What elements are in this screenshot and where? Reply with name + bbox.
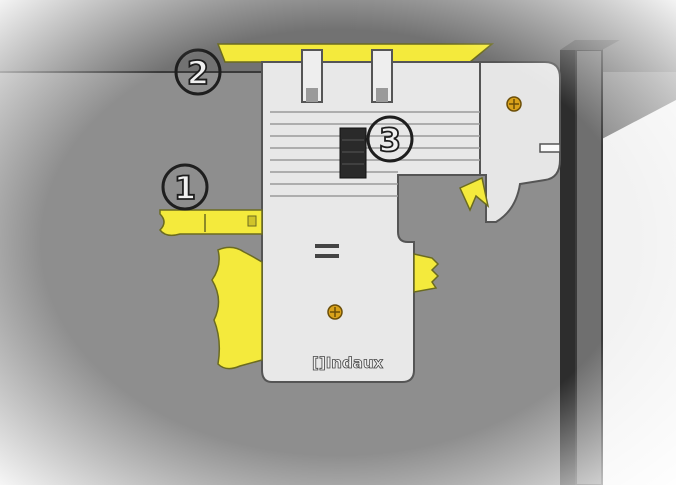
plate-indicator-line-2 <box>315 254 339 258</box>
callout-1-number: 1 <box>174 169 196 207</box>
clip-post-right <box>372 50 392 102</box>
callout-3-number: 3 <box>379 121 401 159</box>
door-edge-mid <box>576 50 602 485</box>
lever-slot <box>248 216 256 226</box>
plate-indicator-line-1 <box>315 244 339 248</box>
callout-2-number: 2 <box>187 54 209 92</box>
yellow-top-rail <box>218 44 492 62</box>
brand-logo: []Indaux <box>312 354 384 372</box>
yellow-serrated-tab <box>414 254 438 292</box>
yellow-release-pad <box>212 247 262 368</box>
clip-post-left <box>302 50 322 102</box>
hinge-arm-slot <box>540 144 560 152</box>
yellow-lever <box>160 210 262 235</box>
door-edge-dark <box>560 50 576 485</box>
cam-adjuster <box>340 128 366 178</box>
white-side-panel <box>600 100 676 485</box>
